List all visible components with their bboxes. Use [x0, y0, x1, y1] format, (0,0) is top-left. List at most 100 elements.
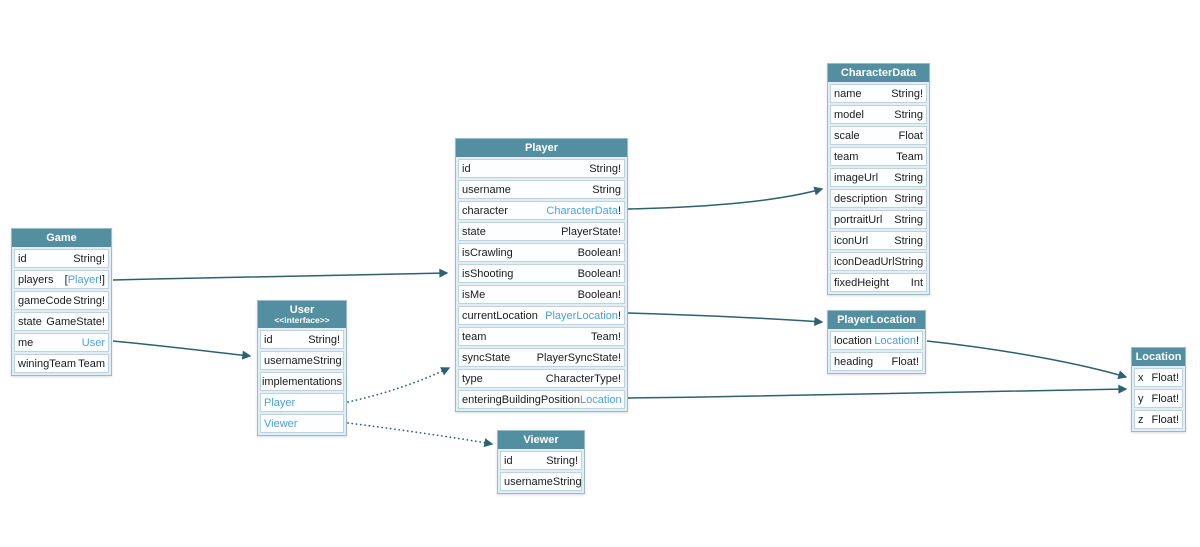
field-name: syncState: [462, 351, 511, 364]
field-type: String!: [589, 162, 621, 175]
field-name: name: [834, 87, 862, 100]
entity-user-title: User: [289, 304, 315, 316]
entity-characterdata-header[interactable]: CharacterData: [828, 64, 929, 82]
field-name: model: [834, 108, 864, 121]
field-name: state: [462, 225, 486, 238]
type-suffix: !: [915, 334, 919, 347]
field-name: description: [834, 192, 888, 205]
field-name: scale: [834, 129, 860, 142]
arrow-player-currentlocation-to-playerlocation: [627, 312, 824, 326]
field-type: String: [894, 108, 923, 121]
field-name: iconUrl: [834, 234, 869, 247]
field-name: heading: [834, 355, 874, 368]
field-name: isShooting: [462, 267, 514, 280]
field-type: String: [894, 171, 923, 184]
field-name: fixedHeight: [834, 276, 890, 289]
field-type: String!: [891, 87, 923, 100]
type-link-CharacterData[interactable]: CharacterData: [546, 204, 618, 217]
entity-location-header[interactable]: Location: [1132, 348, 1185, 366]
entity-user-header[interactable]: User <<interface>>: [258, 301, 346, 328]
field-type: Team!: [591, 330, 621, 343]
entity-player-title: Player: [524, 142, 559, 154]
field-row-Viewer[interactable]: Viewer: [260, 414, 344, 433]
field-row-implementations: implementations: [260, 372, 344, 391]
field-type: Float!: [891, 355, 919, 368]
field-row-players: players[Player!]: [14, 270, 109, 289]
entity-game-title: Game: [46, 232, 77, 244]
field-name: implementations: [261, 375, 343, 388]
field-name: id: [264, 333, 273, 346]
field-name: enteringBuildingPosition: [462, 393, 581, 406]
field-name: z: [1138, 413, 1144, 426]
field-type: CharacterData!: [546, 205, 621, 217]
field-name: team: [834, 150, 859, 163]
field-type: Float!: [1151, 413, 1179, 426]
field-name: state: [18, 315, 42, 328]
type-link-Location[interactable]: Location: [580, 393, 622, 406]
field-row-heading: heading Float!: [830, 352, 923, 371]
implementation-link-Player[interactable]: Player: [264, 396, 296, 409]
field-name: id: [504, 454, 513, 467]
type-suffix: !]: [98, 273, 105, 286]
field-type: String!: [73, 252, 105, 265]
field-name: iconDeadUrl: [834, 255, 895, 268]
field-type: Team: [78, 357, 105, 370]
type-link-User[interactable]: User: [81, 336, 105, 349]
entity-viewer-title: Viewer: [523, 434, 559, 446]
arrow-user-viewer-implementation: [347, 422, 494, 448]
field-type: String: [894, 213, 923, 226]
type-prefix: [: [64, 273, 68, 286]
field-name: currentLocation: [462, 309, 538, 322]
field-name: id: [462, 162, 471, 175]
arrow-game-me-to-user: [112, 340, 252, 360]
field-type: String: [592, 183, 621, 196]
entity-game-header[interactable]: Game: [12, 229, 111, 247]
entity-player-header[interactable]: Player: [456, 139, 627, 157]
field-type: Boolean!: [577, 246, 621, 259]
arrow-playerlocation-location-to-location: [926, 340, 1128, 380]
entity-playerlocation-title: PlayerLocation: [837, 314, 916, 326]
entity-viewer-header[interactable]: Viewer: [498, 431, 584, 449]
field-type: String: [552, 475, 582, 488]
type-link-Player[interactable]: Player: [67, 273, 99, 286]
field-type: PlayerState!: [561, 225, 621, 238]
field-row-team: team Team: [830, 147, 927, 166]
field-name: gameCode: [18, 294, 72, 307]
field-name: username: [264, 354, 313, 367]
field-type: Team: [896, 150, 923, 163]
field-row-model: model String: [830, 105, 927, 124]
field-name: y: [1138, 392, 1144, 405]
field-type: PlayerSyncState!: [536, 351, 621, 364]
field-row-z: z Float!: [1134, 410, 1183, 429]
type-link-PlayerLocation[interactable]: PlayerLocation: [545, 309, 618, 322]
field-type: Float!: [1151, 371, 1179, 384]
field-row-Player[interactable]: Player: [260, 393, 344, 412]
field-name: id: [18, 252, 27, 265]
entity-playerlocation-header[interactable]: PlayerLocation: [828, 311, 925, 329]
field-row-state: state PlayerState!: [458, 222, 625, 241]
implementation-link-Viewer[interactable]: Viewer: [264, 417, 298, 430]
type-link-Location[interactable]: Location: [874, 334, 916, 347]
